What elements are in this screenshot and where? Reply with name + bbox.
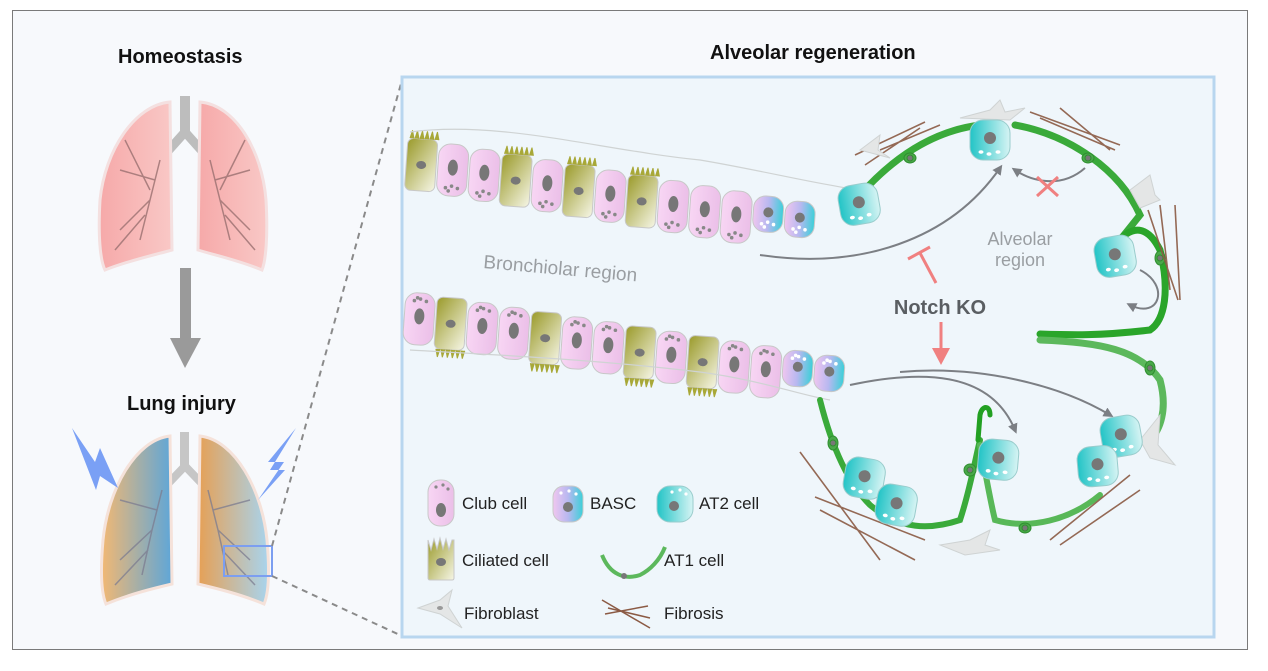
legend-item-basc: BASC — [552, 485, 636, 523]
at1-cell-icon — [600, 546, 667, 579]
at2-cell — [874, 483, 918, 527]
at1-nuclei — [827, 152, 1166, 534]
ciliated-cell — [685, 335, 720, 398]
zoom-region-box — [223, 545, 273, 577]
at1-cell — [975, 405, 993, 443]
bronchial-tree — [114, 139, 256, 251]
ciliated-cell — [404, 130, 440, 193]
alveolar-region-label-1: Alveolar — [987, 229, 1052, 249]
homeostasis-title: Homeostasis — [118, 46, 243, 68]
basc-to-at2-arrow-blocked — [759, 164, 1003, 260]
inhibition-line — [918, 252, 938, 284]
alveolar-at2-cells — [837, 119, 1143, 527]
legend: Club cell BASC AT2 cell Ciliated cell AT… — [416, 479, 759, 629]
legend-label-ciliated: Ciliated cell — [462, 551, 549, 570]
basc-to-at2-arrow — [849, 375, 1018, 434]
at2-cell — [977, 438, 1020, 481]
club-cell — [749, 345, 783, 399]
legend-item-fibroblast: Fibroblast — [416, 588, 539, 629]
injured-lungs — [72, 428, 296, 606]
legend-label-fibrosis: Fibrosis — [664, 604, 724, 623]
basc-to-at2-arrow-2 — [899, 369, 1114, 418]
club-cell — [497, 306, 531, 361]
club-cell — [436, 143, 470, 197]
at2-cell — [1076, 445, 1119, 488]
club-cell — [654, 330, 688, 385]
notch-ko-effects — [907, 245, 950, 365]
club-cell — [530, 159, 564, 213]
at2-cell — [837, 182, 881, 226]
at2-cell — [969, 119, 1011, 161]
at1-cell — [817, 397, 983, 530]
ciliated-cell — [528, 311, 563, 374]
basc-cell — [783, 200, 816, 239]
club-cell — [719, 190, 753, 244]
club-cell — [467, 148, 501, 203]
club-cell — [688, 185, 722, 239]
basc-cell — [781, 349, 814, 388]
legend-item-at1: AT1 cell — [600, 546, 724, 579]
legend-item-club: Club cell — [427, 479, 527, 527]
blocked-x-icon — [1035, 175, 1060, 198]
injury-bolt-icon — [258, 428, 296, 500]
lower-bronchiolar-epithelium — [402, 292, 846, 401]
alveolar-regeneration-title: Alveolar regeneration — [710, 42, 916, 64]
legend-item-ciliated: Ciliated cell — [427, 536, 549, 581]
healthy-lungs — [97, 96, 269, 272]
at2-self-renewal-arrow — [1126, 269, 1159, 313]
progression-arrow — [170, 268, 201, 368]
left-lung — [97, 100, 174, 272]
club-cell — [591, 321, 625, 375]
activation-arrowhead — [932, 348, 950, 365]
ciliated-cell — [624, 166, 660, 229]
at1-to-at2-arrow — [1011, 167, 1086, 183]
right-injured-lung — [196, 434, 270, 606]
at2-cell — [1093, 234, 1137, 278]
zoom-line-bottom — [271, 575, 403, 637]
legend-label-at1: AT1 cell — [664, 551, 724, 570]
at2-cell — [842, 456, 886, 500]
upper-bronchiolar-epithelium — [404, 128, 861, 244]
ciliated-cell — [561, 156, 597, 219]
club-cell — [593, 169, 627, 223]
legend-label-club: Club cell — [462, 494, 527, 513]
club-cell — [656, 179, 690, 234]
lung-injury-title: Lung injury — [127, 393, 236, 415]
ciliated-cell — [498, 145, 534, 208]
basc-cell — [752, 195, 785, 233]
club-cell — [402, 292, 436, 346]
alveolar-region-label-2: region — [995, 250, 1045, 270]
alveolar-fibroblasts — [858, 99, 1177, 556]
club-cell — [717, 340, 751, 394]
legend-label-at2: AT2 cell — [699, 494, 759, 513]
trachea — [180, 96, 190, 136]
fibrosis-icon — [601, 599, 651, 629]
club-cell — [465, 301, 499, 356]
at2-cell — [1099, 414, 1143, 458]
legend-item-fibrosis: Fibrosis — [601, 599, 724, 629]
legend-label-basc: BASC — [590, 494, 636, 513]
at1-cell — [1036, 226, 1169, 339]
legend-item-at2: AT2 cell — [656, 485, 759, 523]
left-injured-lung — [100, 434, 174, 606]
zoom-line-top — [271, 79, 403, 547]
basc-cell — [813, 354, 846, 393]
notch-ko-label: Notch KO — [894, 297, 986, 319]
legend-label-fibroblast: Fibroblast — [464, 604, 539, 623]
injury-bolt-icon — [72, 428, 118, 490]
inhibition-bar — [907, 245, 931, 261]
at1-cell — [856, 121, 984, 199]
transition-arrows — [759, 164, 1159, 434]
club-cell — [560, 316, 594, 370]
right-lung — [196, 100, 269, 272]
fibrosis-bundles — [799, 107, 1181, 561]
